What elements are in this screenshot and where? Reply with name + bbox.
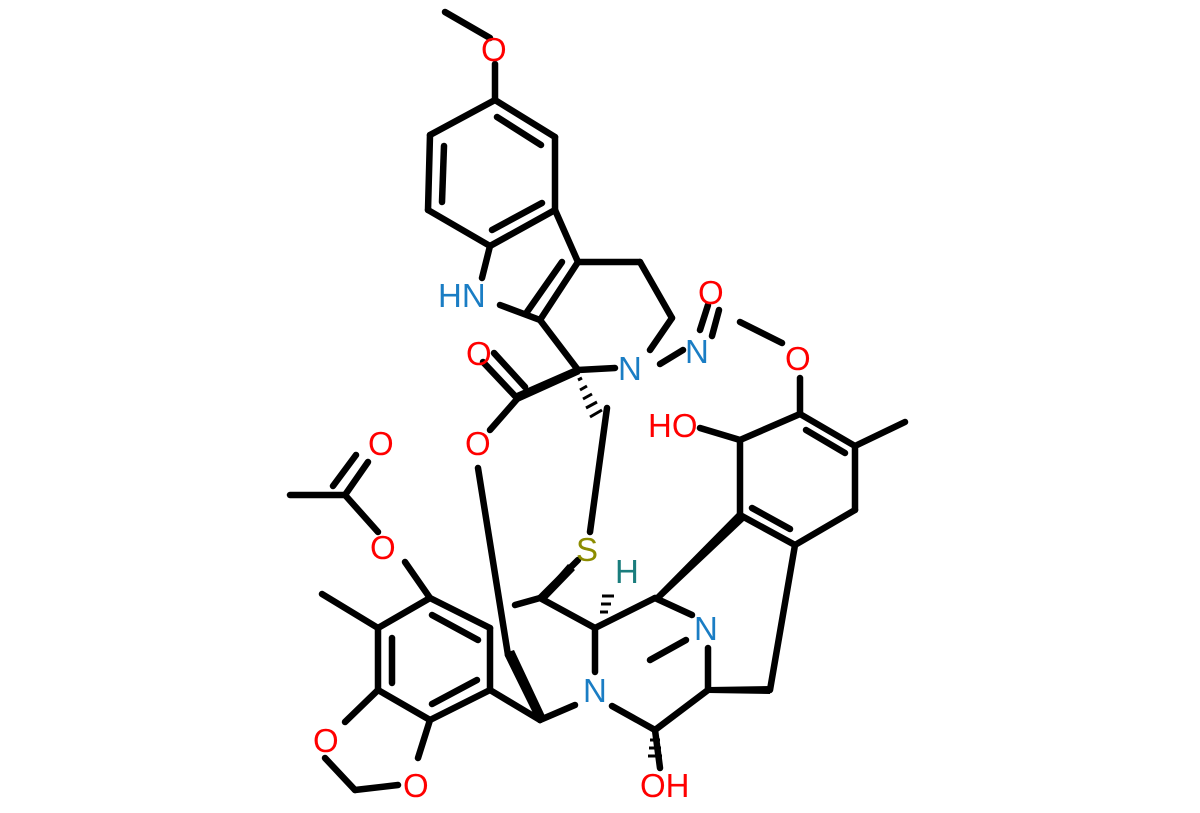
atom-n-center: N	[583, 672, 607, 709]
atom-o-dioxole-upper: O	[313, 722, 339, 759]
stereo-bonds	[508, 366, 770, 758]
atom-h-stereo: H	[615, 553, 639, 590]
atom-o-methoxy-top: O	[481, 31, 507, 68]
atom-n-nitroso: N	[685, 333, 709, 370]
atom-o-carbonyl: O	[466, 335, 492, 372]
atom-labels: O HN O N N O O HO O O O S H N N O O OH	[313, 31, 811, 804]
atom-o-nitroso: O	[698, 274, 724, 311]
atom-s-thioether: S	[576, 531, 598, 568]
atom-o-methoxy-right: O	[785, 340, 811, 377]
atom-nh-indole: HN	[438, 277, 486, 314]
atom-n-bridge: N	[694, 610, 718, 647]
atom-oh-bottom: OH	[640, 767, 690, 804]
atom-o-acetoxy: O	[370, 529, 396, 566]
atom-n-ring: N	[618, 350, 642, 387]
atom-o-ester: O	[465, 425, 491, 462]
atom-oh-phenol: HO	[648, 407, 698, 444]
atom-o-dioxole-lower: O	[403, 767, 429, 804]
atom-o-acetyl-carbonyl: O	[368, 425, 394, 462]
